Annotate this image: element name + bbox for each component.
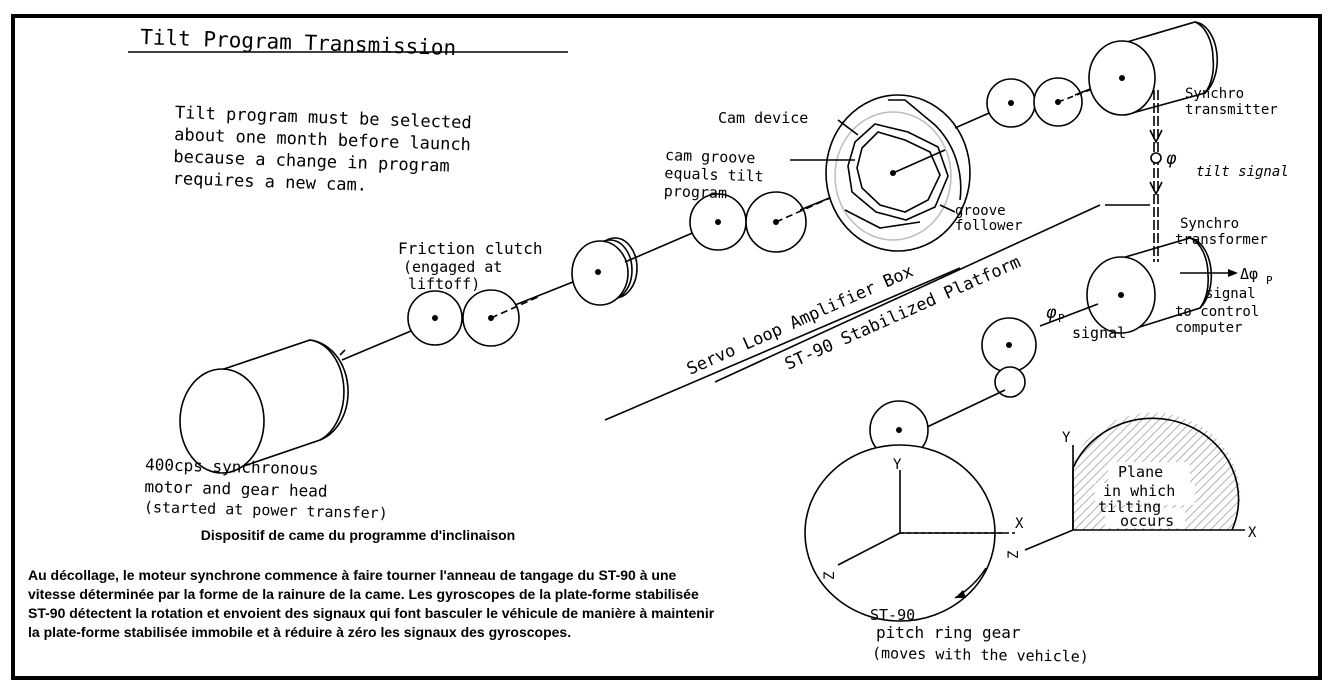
label-delta-phi: Δφ bbox=[1240, 265, 1258, 283]
cam-device bbox=[825, 94, 971, 252]
label-pitch-ring-1: ST-90 bbox=[870, 606, 915, 624]
label-cam-groove-1: cam groove bbox=[665, 146, 756, 167]
output-arrow bbox=[1228, 269, 1238, 277]
axis-x-plane: X bbox=[1248, 525, 1257, 541]
label-control-3: computer bbox=[1175, 320, 1242, 336]
label-tilt-phi: φ bbox=[1166, 149, 1177, 169]
label-groove-1: groove bbox=[955, 203, 1006, 219]
label-tilt-signal: tilt signal bbox=[1196, 164, 1289, 180]
label-synchro-transmitter-2: transmitter bbox=[1185, 102, 1278, 118]
label-phi-p: φ bbox=[1046, 303, 1057, 323]
label-pitch-ring-2: pitch ring gear bbox=[876, 623, 1021, 642]
platform-underline bbox=[604, 267, 961, 421]
pitch-ring-gear bbox=[804, 444, 1015, 622]
label-synchro-transmitter-1: Synchro bbox=[1185, 86, 1244, 102]
label-phi-p-signal: signal bbox=[1072, 324, 1126, 342]
diagram-title: Tilt Program Transmission bbox=[140, 25, 457, 60]
label-clutch-2: (engaged at bbox=[403, 258, 502, 276]
synchro-transformer bbox=[1086, 237, 1213, 334]
label-plane-3: tilting bbox=[1098, 498, 1161, 516]
note-line-4: requires a new cam. bbox=[172, 169, 367, 196]
label-plane-4: occurs bbox=[1120, 512, 1174, 530]
diagram-frame bbox=[11, 14, 1322, 680]
figure-description: Au décollage, le moteur synchrone commen… bbox=[28, 567, 715, 640]
label-control-1: signal bbox=[1205, 286, 1256, 302]
label-synchro-transformer-2: transformer bbox=[1175, 232, 1268, 248]
axis-z-ring: Z bbox=[822, 572, 838, 580]
label-pitch-ring-3: (moves with the vehicle) bbox=[872, 644, 1089, 666]
friction-clutch bbox=[571, 237, 638, 306]
tilting-plane-diagram bbox=[1024, 412, 1245, 551]
label-motor-1: 400cps synchronous bbox=[145, 455, 319, 479]
label-cam-groove-3: program bbox=[664, 182, 728, 202]
label-control-2: to control bbox=[1175, 304, 1259, 320]
axis-z-plane: Z bbox=[1006, 551, 1022, 559]
label-plane-2: in which bbox=[1103, 482, 1175, 500]
figure-caption: Dispositif de came du programme d'inclin… bbox=[200, 527, 516, 543]
label-groove-2: follower bbox=[955, 218, 1022, 234]
label-motor-2: motor and gear head bbox=[144, 477, 327, 501]
gear-platform-2 bbox=[994, 366, 1026, 398]
selection-note: Tilt program must be selected about one … bbox=[172, 103, 472, 196]
gear-motor-1-hub bbox=[432, 315, 438, 321]
label-motor-3: (started at power transfer) bbox=[144, 498, 388, 522]
label-cam-device: Cam device bbox=[718, 109, 808, 127]
synchronous-motor bbox=[179, 339, 349, 474]
label-plane-1: Plane bbox=[1118, 463, 1163, 481]
synchro-transmitter bbox=[1088, 21, 1219, 116]
axis-y-plane: Y bbox=[1062, 430, 1071, 446]
axis-x-ring: X bbox=[1015, 516, 1024, 532]
label-cam-groove-2: equals tilt bbox=[664, 164, 764, 185]
label-clutch-3: liftoff) bbox=[408, 275, 480, 293]
servo-underline bbox=[714, 204, 1101, 383]
label-clutch-1: Friction clutch bbox=[398, 239, 543, 258]
label-synchro-transformer-1: Synchro bbox=[1180, 216, 1239, 232]
axis-y-ring: Y bbox=[893, 457, 902, 473]
label-delta-phi-sub: P bbox=[1266, 274, 1273, 287]
label-phi-p-sub: P bbox=[1058, 312, 1065, 325]
